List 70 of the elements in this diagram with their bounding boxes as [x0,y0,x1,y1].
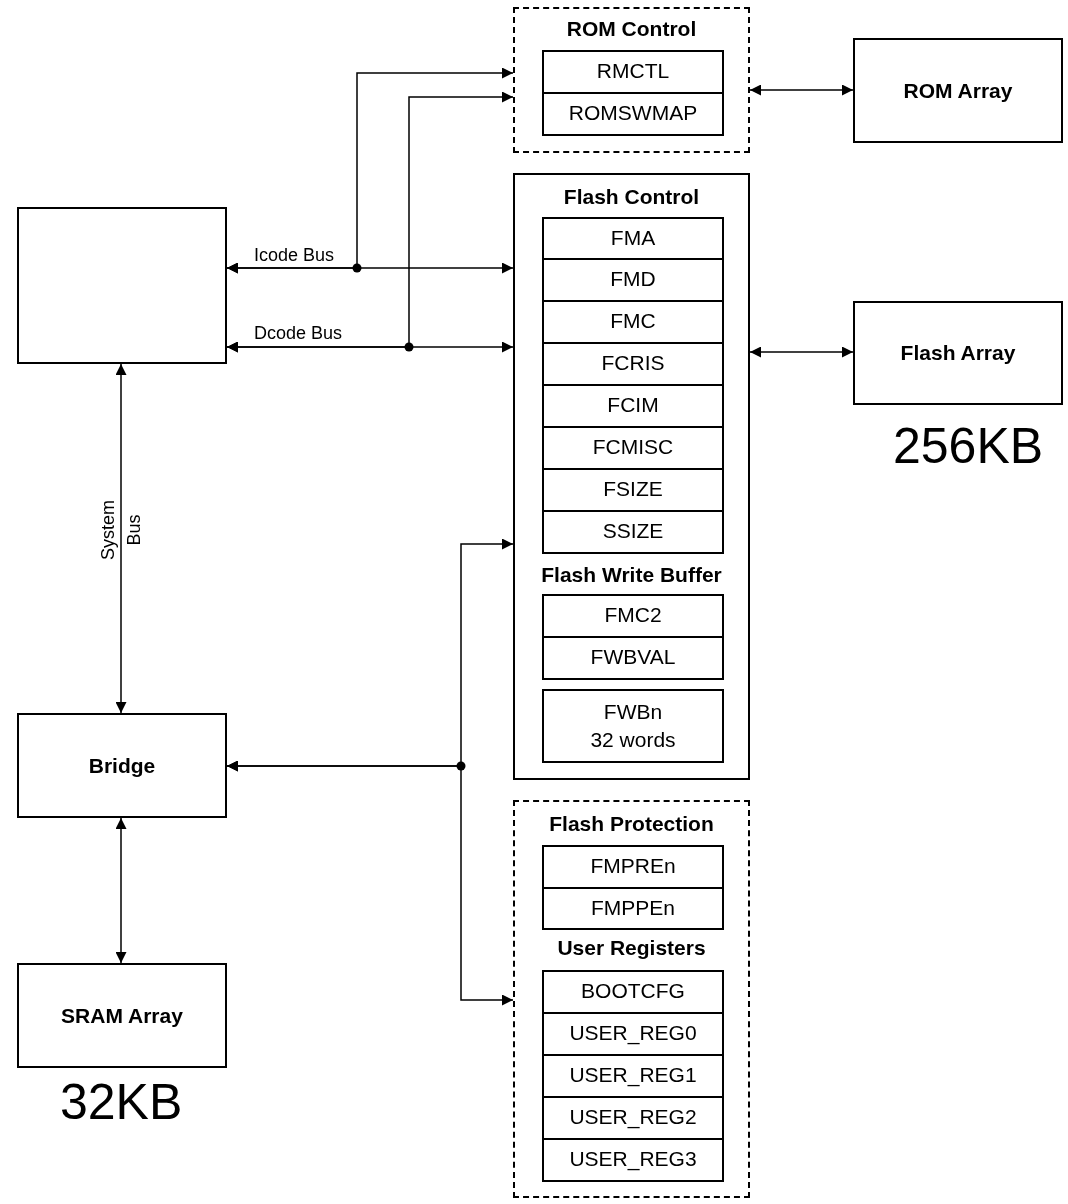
register-box [542,970,724,1014]
block-box [853,38,1063,143]
block-title: ROM Array [903,77,1013,104]
bus-arrow [749,84,854,96]
register-name: SSIZE [602,518,664,544]
register-box [542,887,724,930]
register-name: FSIZE [603,476,663,502]
register-name: FMC2 [604,602,662,628]
register-box [542,1138,724,1182]
register-name: FCRIS [601,350,665,376]
group-title: ROM Control [566,17,697,41]
register-name: ROMSWMAP [568,100,698,126]
register-name: USER_REG1 [569,1062,697,1089]
group-title: Flash Protection [549,812,714,836]
register-box [542,594,724,638]
bus-arrow [115,363,127,714]
register-box [542,510,724,554]
register-box [542,426,724,470]
size-label: 256KB [893,420,1044,472]
size-label: 32KB [60,1076,183,1128]
register-box [542,342,724,386]
register-note: 32 words [590,727,676,753]
edge-label: System Bus [97,500,145,560]
edge-label: Dcode Bus [254,323,343,343]
register-box [542,217,724,260]
register-box [542,1096,724,1140]
register-name: USER_REG2 [569,1104,697,1131]
register-name: FMPREn [590,853,676,879]
block-title: Bridge [88,752,156,779]
group-box [513,173,750,780]
register-name: FCIM [607,392,659,418]
group-title: Flash Control [563,185,700,209]
register-name: BOOTCFG [581,978,685,1004]
register-name: FCMISC [592,434,674,460]
register-box [542,636,724,680]
register-box [542,1054,724,1098]
register-box [542,50,724,94]
block-title: Flash Array [900,340,1016,366]
section-heading: User Registers [557,936,706,960]
block-title: SRAM Array [61,1002,183,1029]
edge-label: Icode Bus [254,245,335,265]
block-box [853,301,1063,405]
register-name: FMC [610,308,656,334]
register-box [542,384,724,428]
register-box [542,258,724,302]
register-box [542,92,724,136]
dashed-group-box [513,7,750,153]
register-box [542,300,724,344]
register-name: FWBVAL [590,644,676,670]
section-heading: Flash Write Buffer [541,563,722,587]
register-name: FMD [610,266,656,292]
register-name: FMA [610,225,656,251]
bus-arrow [226,760,514,1006]
register-box [542,845,724,889]
dashed-group-box [513,800,750,1198]
register-box [542,1012,724,1056]
bus-arrow [226,341,514,353]
register-name: FWBn [603,699,663,725]
bus-arrow [115,817,127,964]
bus-arrow [226,262,514,274]
block-box [17,713,227,818]
register-name: USER_REG0 [569,1020,697,1047]
block-box [17,963,227,1068]
block-box [17,207,227,364]
register-box [542,468,724,512]
register-box [542,689,724,763]
register-name: FMPPEn [591,895,675,921]
register-name: RMCTL [596,58,670,84]
bus-arrow [749,346,854,358]
register-name: USER_REG3 [569,1146,697,1173]
